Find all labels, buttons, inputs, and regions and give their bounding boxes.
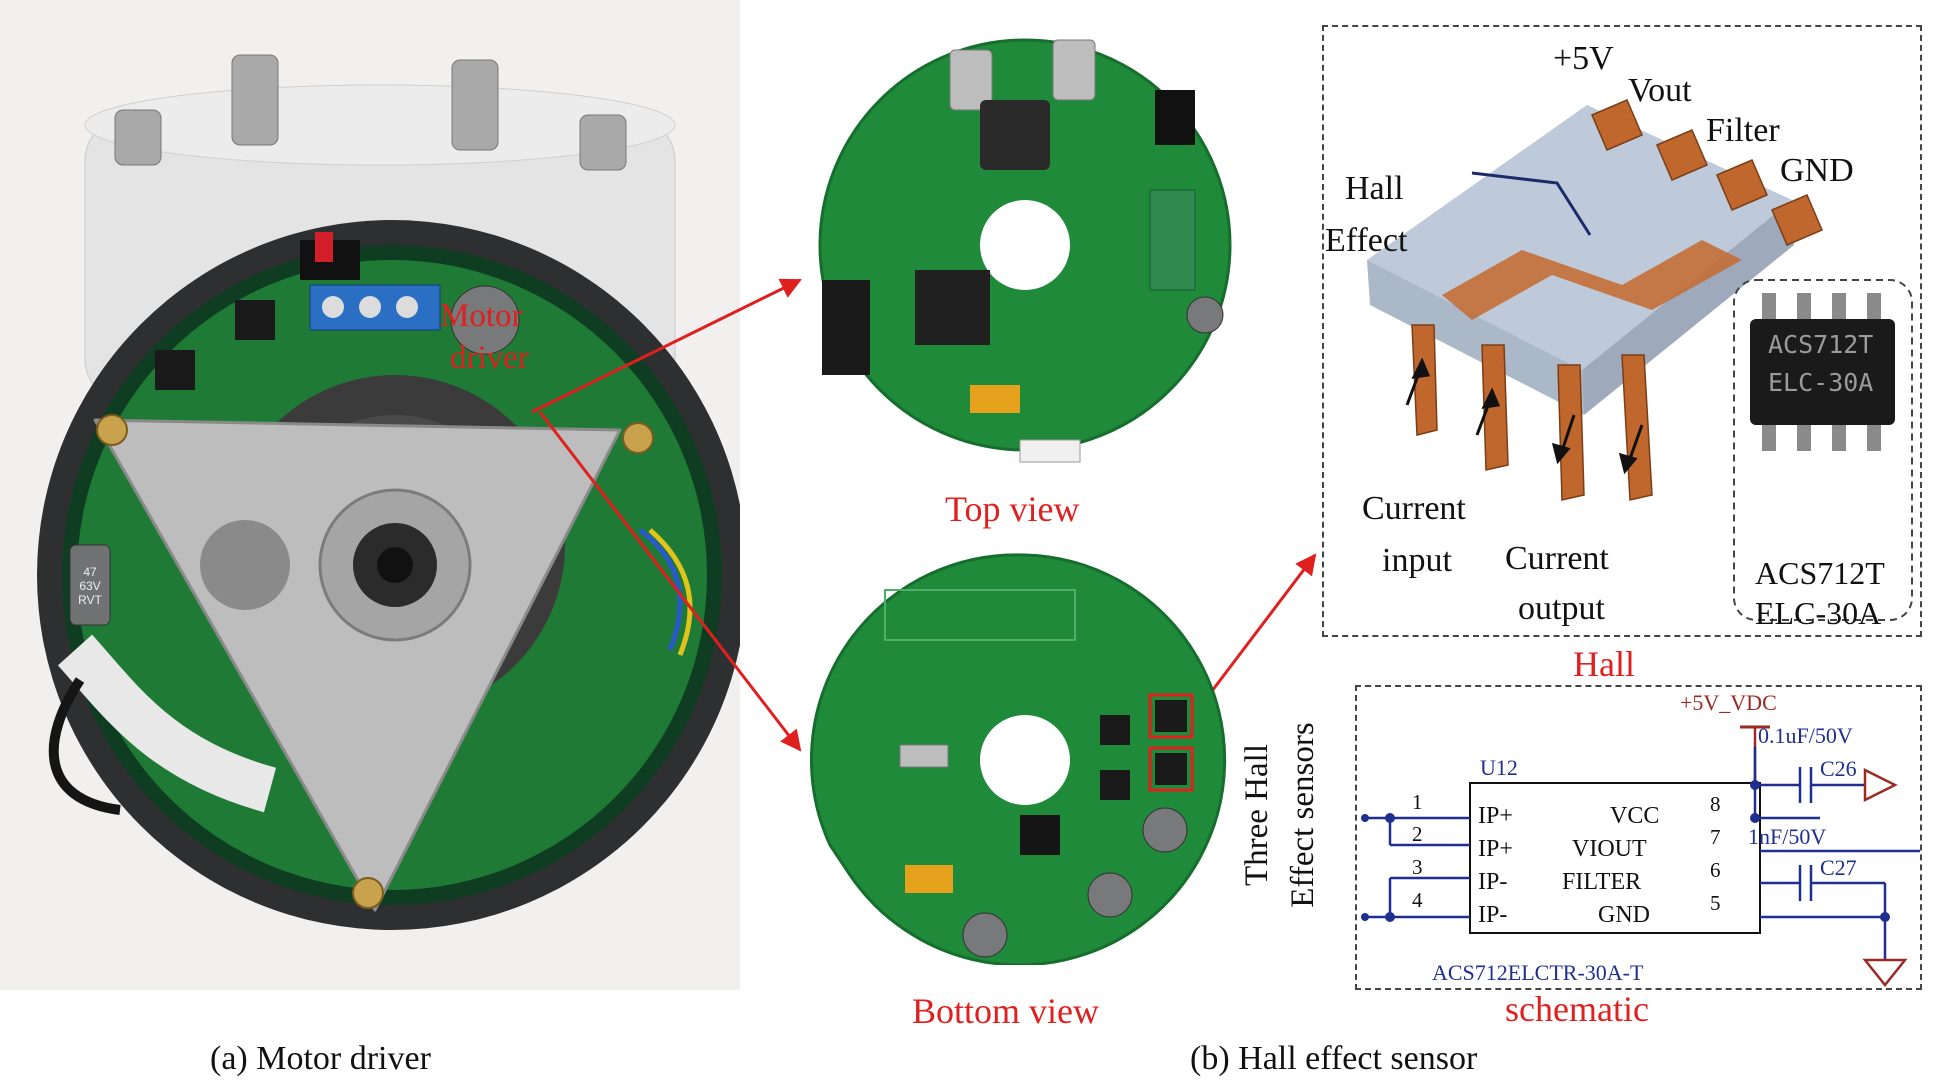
c26-value: 0.1uF/50V	[1758, 723, 1853, 748]
side-label-line1: Three Hall	[1239, 744, 1275, 887]
top-view-label: Top view	[945, 489, 1080, 529]
current-output-label-2: output	[1518, 590, 1605, 627]
hall-sensor-box	[1322, 25, 1922, 637]
pin-name-gnd: GND	[1598, 902, 1650, 928]
c27-value: 1nF/50V	[1748, 824, 1827, 849]
chip-marking-1: ACS712T	[1768, 330, 1874, 359]
capacitor-marking-line3: RVT	[78, 593, 102, 607]
arrow-to-top-view	[531, 278, 802, 414]
caption-b: (b) Hall effect sensor	[1190, 1040, 1478, 1077]
chip-marking-2: ELC-30A	[1768, 368, 1874, 397]
pcb-top-view	[818, 38, 1232, 463]
pin-name-filter: FILTER	[1562, 869, 1642, 895]
current-output-label-1: Current	[1505, 540, 1609, 577]
pin-num-8: 8	[1710, 792, 1721, 816]
current-input-label-2: input	[1382, 542, 1452, 579]
c27-ref: C27	[1820, 855, 1857, 880]
c26-ref: C26	[1820, 756, 1857, 781]
schematic-box	[1355, 685, 1922, 990]
hall-effect-label-1: Hall	[1345, 170, 1404, 207]
bottom-view-label: Bottom view	[912, 991, 1099, 1031]
pin-label-5v: +5V	[1553, 40, 1614, 77]
capacitor-marking-line1: 47	[83, 565, 97, 579]
pin-name-2: IP+	[1478, 836, 1513, 862]
chip-label-1: ACS712T	[1755, 555, 1885, 591]
pin-num-2: 2	[1412, 822, 1423, 846]
motor-driver-illustration	[0, 0, 747, 990]
bolt-icons	[114, 54, 627, 171]
pcb-bottom-view	[810, 553, 1227, 965]
hall-effect-label-2: Effect	[1325, 222, 1408, 259]
motor-driver-callout-line2: driver	[450, 340, 529, 376]
pin-name-viout: VIOUT	[1572, 836, 1647, 862]
capacitor-marking-line2: 63V	[79, 579, 101, 593]
hall-label: Hall	[1573, 644, 1635, 684]
pin-label-gnd: GND	[1780, 152, 1854, 189]
arrow-to-bottom-view	[538, 411, 802, 752]
caption-a: (a) Motor driver	[210, 1040, 431, 1077]
schematic-supply: +5V_VDC	[1680, 690, 1777, 715]
schematic-part: ACS712ELCTR-30A-T	[1432, 960, 1644, 985]
pin-name-3: IP-	[1478, 869, 1508, 895]
pin-num-3: 3	[1412, 855, 1423, 879]
pin-name-4: IP-	[1478, 902, 1508, 928]
pin-num-4: 4	[1412, 888, 1423, 912]
side-label-line2: Effect sensors	[1285, 722, 1321, 908]
pin-name-1: IP+	[1478, 803, 1513, 829]
pin-num-1: 1	[1412, 790, 1423, 814]
pin-num-5: 5	[1710, 891, 1721, 915]
pin-label-vout: Vout	[1628, 72, 1692, 109]
schematic-label: schematic	[1505, 989, 1649, 1029]
schematic-diagram	[1361, 725, 1920, 988]
pin-num-6: 6	[1710, 858, 1721, 882]
motor-driver-callout-line1: Motor	[440, 298, 523, 334]
chip-label-2: ELC-30A	[1755, 595, 1882, 631]
motor-driver-photo: Motor driver 47 63V RVT	[0, 0, 747, 990]
capacitor-marking: 47 63V RVT	[70, 565, 110, 607]
pin-name-vcc: VCC	[1610, 803, 1660, 829]
schematic-ref: U12	[1480, 755, 1518, 780]
current-input-label-1: Current	[1362, 490, 1466, 527]
hall-chip-illustration	[1367, 99, 1913, 621]
pin-label-filter: Filter	[1706, 112, 1780, 149]
pin-num-7: 7	[1710, 825, 1721, 849]
